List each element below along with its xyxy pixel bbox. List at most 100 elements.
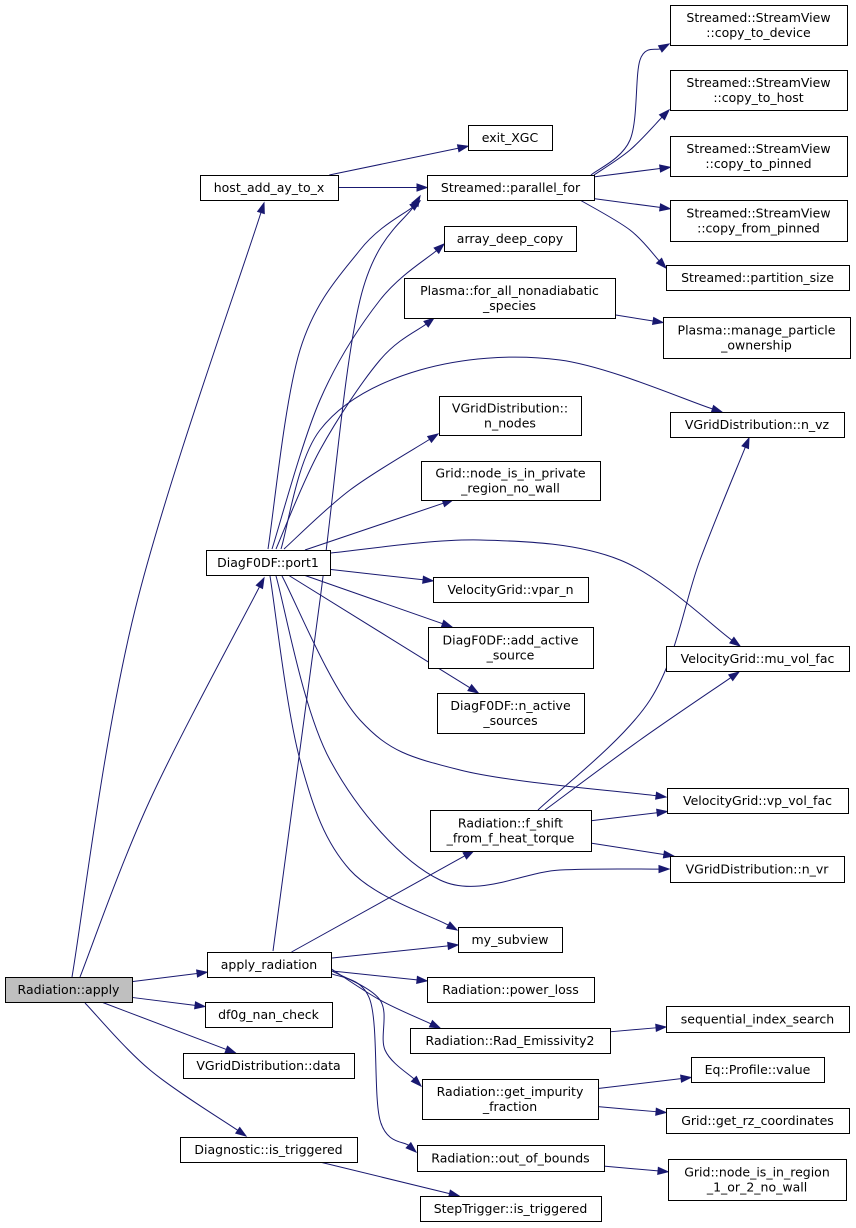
edge-radiation-f-shift-from-f-heat-torque-to-velocitygrid-vp-vol-fac	[590, 808, 669, 822]
node-vgriddistribution-data[interactable]: VGridDistribution::data	[183, 1053, 355, 1079]
node-grid-node-is-in-region-1-or-2-no-wall[interactable]: Grid::node_is_in_region_1_or_2_no_wall	[668, 1159, 847, 1201]
node-diagf0df-n-active-sources[interactable]: DiagF0DF::n_active_sources	[437, 693, 585, 734]
node-radiation-f-shift-from-f-heat-torque-label-line-1: _from_f_heat_torque	[446, 831, 575, 846]
node-diagf0df-add-active-source[interactable]: DiagF0DF::add_active_source	[428, 627, 594, 669]
node-eq-profile-value[interactable]: Eq::Profile::value	[691, 1057, 825, 1083]
node-radiation-f-shift-from-f-heat-torque-box	[430, 810, 592, 852]
edge-plasma-for-all-nonadiabatic-species-to-plasma-manage-particle-ownership	[614, 314, 665, 326]
edge-radiation-apply-to-vgriddistribution-data-line	[101, 1001, 227, 1050]
node-velocitygrid-vp-vol-fac[interactable]: VelocityGrid::vp_vol_fac	[667, 788, 849, 814]
edge-radiation-apply-to-diagf0df-port1-arrowhead	[255, 576, 265, 590]
edge-radiation-apply-to-diagnostic-is-triggered	[84, 1002, 248, 1137]
edge-radiation-apply-to-diagf0df-port1-line	[79, 586, 260, 978]
node-streamed-streamview-copy-to-device[interactable]: Streamed::StreamView::copy_to_device	[670, 5, 848, 46]
node-eq-profile-value-label-line-0: Eq::Profile::value	[705, 1062, 811, 1077]
node-grid-node-is-in-region-1-or-2-no-wall-box	[668, 1159, 847, 1201]
node-velocitygrid-mu-vol-fac[interactable]: VelocityGrid::mu_vol_fac	[666, 646, 850, 672]
node-vgriddistribution-n-vr[interactable]: VGridDistribution::n_vr	[670, 856, 845, 883]
node-apply-radiation[interactable]: apply_radiation	[207, 952, 332, 978]
node-streamed-streamview-copy-to-host[interactable]: Streamed::StreamView::copy_to_host	[670, 70, 848, 111]
node-plasma-for-all-nonadiabatic-species-label-line-0: Plasma::for_all_nonadiabatic	[420, 283, 599, 298]
node-streamed-streamview-copy-to-pinned[interactable]: Streamed::StreamView::copy_to_pinned	[670, 136, 848, 177]
node-radiation-get-impurity-fraction[interactable]: Radiation::get_impurity_fraction	[422, 1079, 599, 1120]
edge-streamed-parallel-for-to-streamed-streamview-copy-to-host-arrowhead	[658, 108, 671, 121]
edge-apply-radiation-to-streamed-parallel-for	[272, 194, 421, 952]
node-radiation-power-loss-box	[427, 977, 595, 1003]
node-vgriddistribution-n-nodes[interactable]: VGridDistribution::n_nodes	[439, 396, 582, 436]
node-diagnostic-is-triggered[interactable]: Diagnostic::is_triggered	[180, 1137, 358, 1163]
edge-diagf0df-port1-to-velocitygrid-vpar-n	[329, 568, 435, 584]
node-velocitygrid-mu-vol-fac-label-line-0: VelocityGrid::mu_vol_fac	[681, 651, 835, 666]
edge-diagf0df-port1-to-velocitygrid-vpar-n-arrowhead	[422, 575, 435, 584]
node-radiation-out-of-bounds[interactable]: Radiation::out_of_bounds	[417, 1145, 605, 1172]
node-radiation-power-loss-label-line-0: Radiation::power_loss	[442, 982, 579, 997]
edge-diagf0df-port1-to-diagf0df-add-active-source-line	[303, 574, 443, 625]
edge-radiation-out-of-bounds-to-grid-node-is-in-region-1-or-2-no-wall-line	[603, 1165, 659, 1172]
node-grid-node-is-in-private-region-no-wall-label-line-1: _region_no_wall	[460, 481, 560, 496]
edge-diagf0df-port1-to-plasma-for-all-nonadiabatic-species-arrowhead	[423, 317, 436, 328]
node-velocitygrid-vpar-n-box	[433, 577, 589, 603]
edge-diagf0df-port1-to-vgriddistribution-n-vr-arrowhead	[658, 864, 671, 874]
node-velocitygrid-vpar-n[interactable]: VelocityGrid::vpar_n	[433, 577, 589, 603]
node-array-deep-copy[interactable]: array_deep_copy	[444, 226, 577, 252]
edge-radiation-apply-to-diagf0df-port1	[79, 576, 265, 978]
node-grid-get-rz-coordinates[interactable]: Grid::get_rz_coordinates	[666, 1108, 850, 1134]
edge-streamed-parallel-for-to-streamed-streamview-copy-to-host-line	[593, 116, 663, 176]
node-velocitygrid-vp-vol-fac-label-line-0: VelocityGrid::vp_vol_fac	[683, 793, 832, 808]
edge-radiation-get-impurity-fraction-to-grid-get-rz-coordinates-line	[597, 1106, 657, 1113]
node-sequential-index-search[interactable]: sequential_index_search	[666, 1006, 850, 1033]
edge-apply-radiation-to-radiation-out-of-bounds	[329, 972, 418, 1154]
node-plasma-manage-particle-ownership[interactable]: Plasma::manage_particle_ownership	[663, 317, 851, 359]
edge-diagf0df-port1-to-velocitygrid-vp-vol-fac-arrowhead	[655, 791, 668, 800]
edge-radiation-f-shift-from-f-heat-torque-to-vgriddistribution-n-vr-line	[590, 842, 664, 855]
edge-host-add-ay-to-x-to-streamed-parallel-for-arrowhead	[416, 183, 429, 192]
edge-apply-radiation-to-streamed-parallel-for-line	[272, 204, 416, 952]
edge-radiation-apply-to-apply-radiation-arrowhead	[196, 969, 209, 978]
node-my-subview[interactable]: my_subview	[458, 927, 563, 953]
node-vgriddistribution-n-vr-box	[670, 856, 845, 883]
node-plasma-for-all-nonadiabatic-species[interactable]: Plasma::for_all_nonadiabatic_species	[404, 278, 616, 319]
node-host-add-ay-to-x[interactable]: host_add_ay_to_x	[200, 175, 339, 201]
node-streamed-streamview-copy-to-device-label-line-1: ::copy_to_device	[706, 25, 811, 40]
node-radiation-power-loss[interactable]: Radiation::power_loss	[427, 977, 595, 1003]
node-streamed-partition-size-label-line-0: Streamed::partition_size	[681, 270, 834, 285]
node-vgriddistribution-data-label-line-0: VGridDistribution::data	[196, 1058, 340, 1073]
node-grid-node-is-in-private-region-no-wall[interactable]: Grid::node_is_in_private_region_no_wall	[421, 461, 601, 501]
edge-radiation-out-of-bounds-to-grid-node-is-in-region-1-or-2-no-wall-arrowhead	[657, 1166, 670, 1176]
node-radiation-rad-emissivity2[interactable]: Radiation::Rad_Emissivity2	[410, 1028, 611, 1054]
edge-radiation-f-shift-from-f-heat-torque-to-velocitygrid-mu-vol-fac-line	[544, 677, 732, 811]
node-radiation-apply[interactable]: Radiation::apply	[5, 977, 133, 1003]
node-diagf0df-n-active-sources-box	[437, 693, 585, 734]
node-streamed-partition-size[interactable]: Streamed::partition_size	[666, 265, 850, 291]
node-streamed-streamview-copy-from-pinned[interactable]: Streamed::StreamView::copy_from_pinned	[670, 200, 848, 242]
node-steptrigger-is-triggered-label-line-0: StepTrigger::is_triggered	[434, 1201, 588, 1216]
node-host-add-ay-to-x-box	[200, 175, 339, 201]
edge-radiation-rad-emissivity2-to-sequential-index-search-line	[609, 1027, 657, 1033]
node-diagf0df-n-active-sources-label-line-1: _sources	[482, 713, 537, 728]
edge-radiation-f-shift-from-f-heat-torque-to-velocitygrid-mu-vol-fac-arrowhead	[727, 671, 741, 682]
node-streamed-streamview-copy-to-host-label-line-0: Streamed::StreamView	[686, 75, 830, 90]
node-streamed-parallel-for[interactable]: Streamed::parallel_for	[427, 175, 595, 201]
edge-radiation-f-shift-from-f-heat-torque-to-vgriddistribution-n-vz-arrowhead	[741, 436, 750, 450]
edge-host-add-ay-to-x-to-exit-xgc-arrowhead	[456, 144, 470, 153]
node-df0g-nan-check[interactable]: df0g_nan_check	[205, 1002, 333, 1028]
edge-diagf0df-port1-to-velocitygrid-vpar-n-line	[329, 568, 424, 581]
edge-streamed-parallel-for-to-streamed-partition-size	[579, 199, 668, 270]
edge-radiation-f-shift-from-f-heat-torque-to-velocitygrid-vp-vol-fac-line	[590, 812, 658, 822]
node-streamed-streamview-copy-to-device-label-line-0: Streamed::StreamView	[686, 10, 830, 25]
node-streamed-parallel-for-box	[427, 175, 595, 201]
node-velocitygrid-mu-vol-fac-box	[666, 646, 850, 672]
node-exit-xgc-label-line-0: exit_XGC	[482, 130, 539, 145]
node-vgriddistribution-n-vz[interactable]: VGridDistribution::n_vz	[670, 412, 845, 438]
node-radiation-f-shift-from-f-heat-torque[interactable]: Radiation::f_shift_from_f_heat_torque	[430, 810, 592, 852]
edge-radiation-f-shift-from-f-heat-torque-to-vgriddistribution-n-vz-line	[537, 447, 746, 811]
node-diagnostic-is-triggered-label-line-0: Diagnostic::is_triggered	[194, 1142, 342, 1157]
edge-radiation-apply-to-host-add-ay-to-x-line	[71, 212, 262, 978]
node-steptrigger-is-triggered[interactable]: StepTrigger::is_triggered	[420, 1196, 602, 1222]
edge-radiation-apply-to-vgriddistribution-data	[101, 1001, 238, 1054]
node-diagf0df-port1[interactable]: DiagF0DF::port1	[206, 550, 331, 576]
node-exit-xgc[interactable]: exit_XGC	[468, 125, 553, 151]
edge-radiation-apply-to-host-add-ay-to-x	[71, 201, 265, 978]
edge-apply-radiation-to-radiation-f-shift-from-f-heat-torque-line	[291, 855, 466, 953]
